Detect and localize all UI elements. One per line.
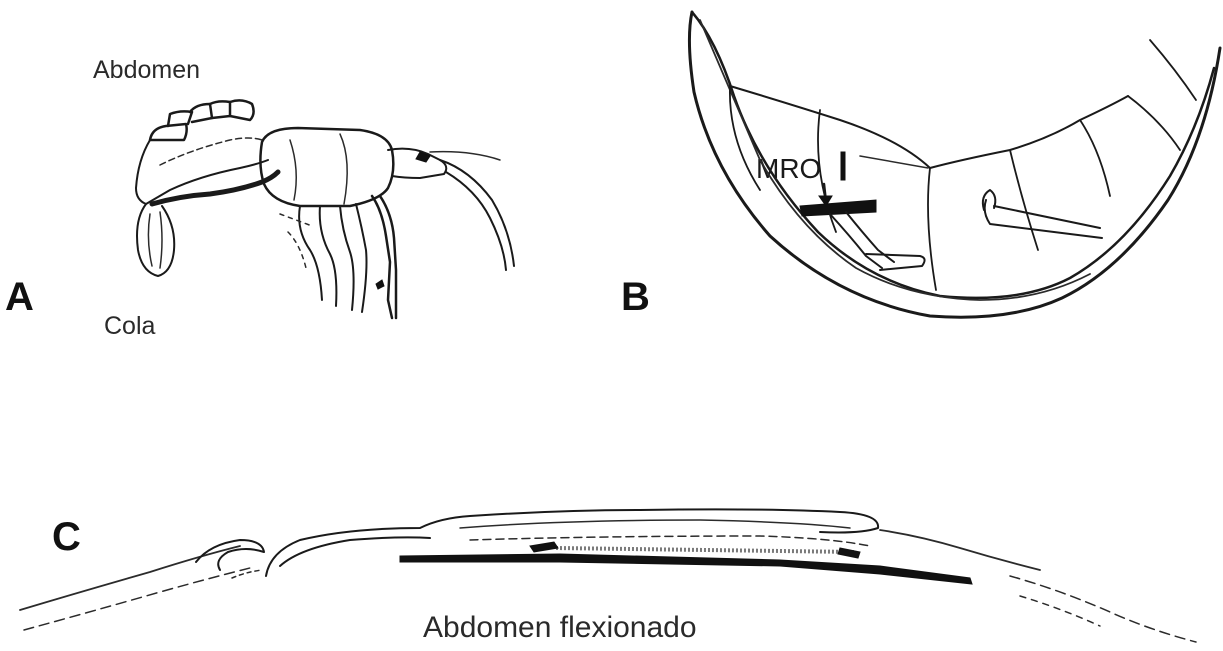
flexed-abdomen-caption: Abdomen flexionado <box>423 611 697 644</box>
mro-label-tick <box>841 152 845 180</box>
abdomen-label: Abdomen <box>93 56 200 84</box>
panel-a: Abdomen Cola A <box>5 56 514 340</box>
panel-c: C Abdomen flexionado <box>20 509 1196 644</box>
panel-c-letter: C <box>52 515 81 559</box>
panel-b-letter: B <box>621 275 650 319</box>
panel-b: B MRO <box>621 12 1220 319</box>
crayfish-drawing <box>136 100 514 318</box>
panel-a-letter: A <box>5 275 34 319</box>
tail-label: Cola <box>104 312 156 340</box>
